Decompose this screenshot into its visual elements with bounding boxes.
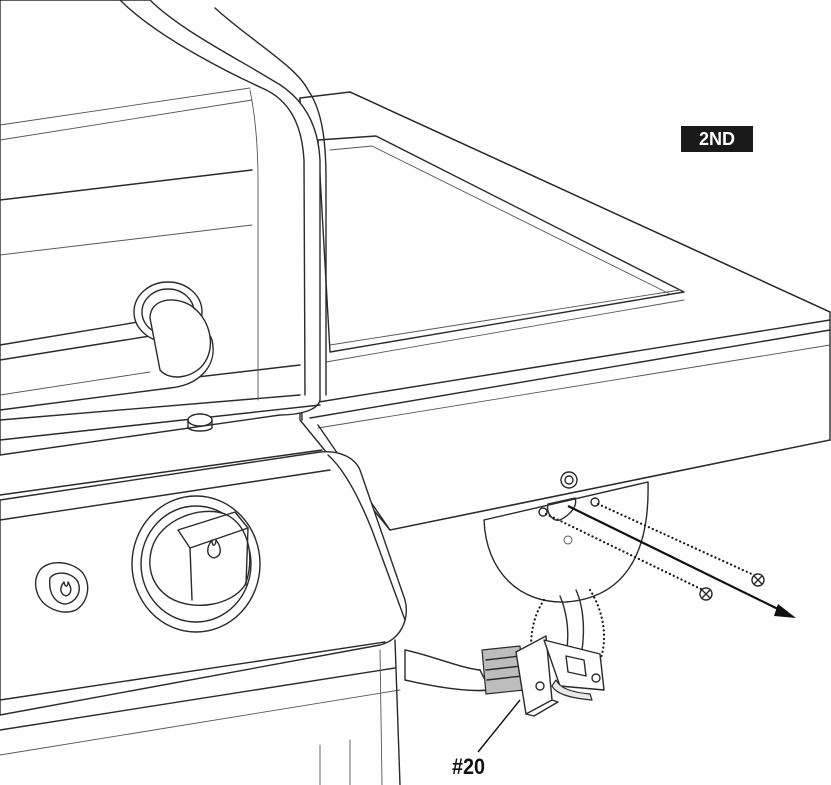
step-badge: 2ND [681,126,753,152]
regulator-bracket-plate [483,471,649,603]
direction-arrow [567,505,796,618]
part-number-label: #20 [452,754,486,779]
igniter-button [34,562,89,613]
side-shelf [299,91,831,531]
mounting-screw-upper [596,502,765,587]
flame-icon [207,539,221,559]
flame-icon [60,581,72,597]
gas-hose [404,588,606,692]
control-knob [131,495,261,633]
lid-handle [0,281,214,411]
mounting-screw-lower [544,512,713,601]
hinge-screw [187,413,213,432]
part-leader-line [477,699,521,753]
hose-clip [481,635,605,717]
